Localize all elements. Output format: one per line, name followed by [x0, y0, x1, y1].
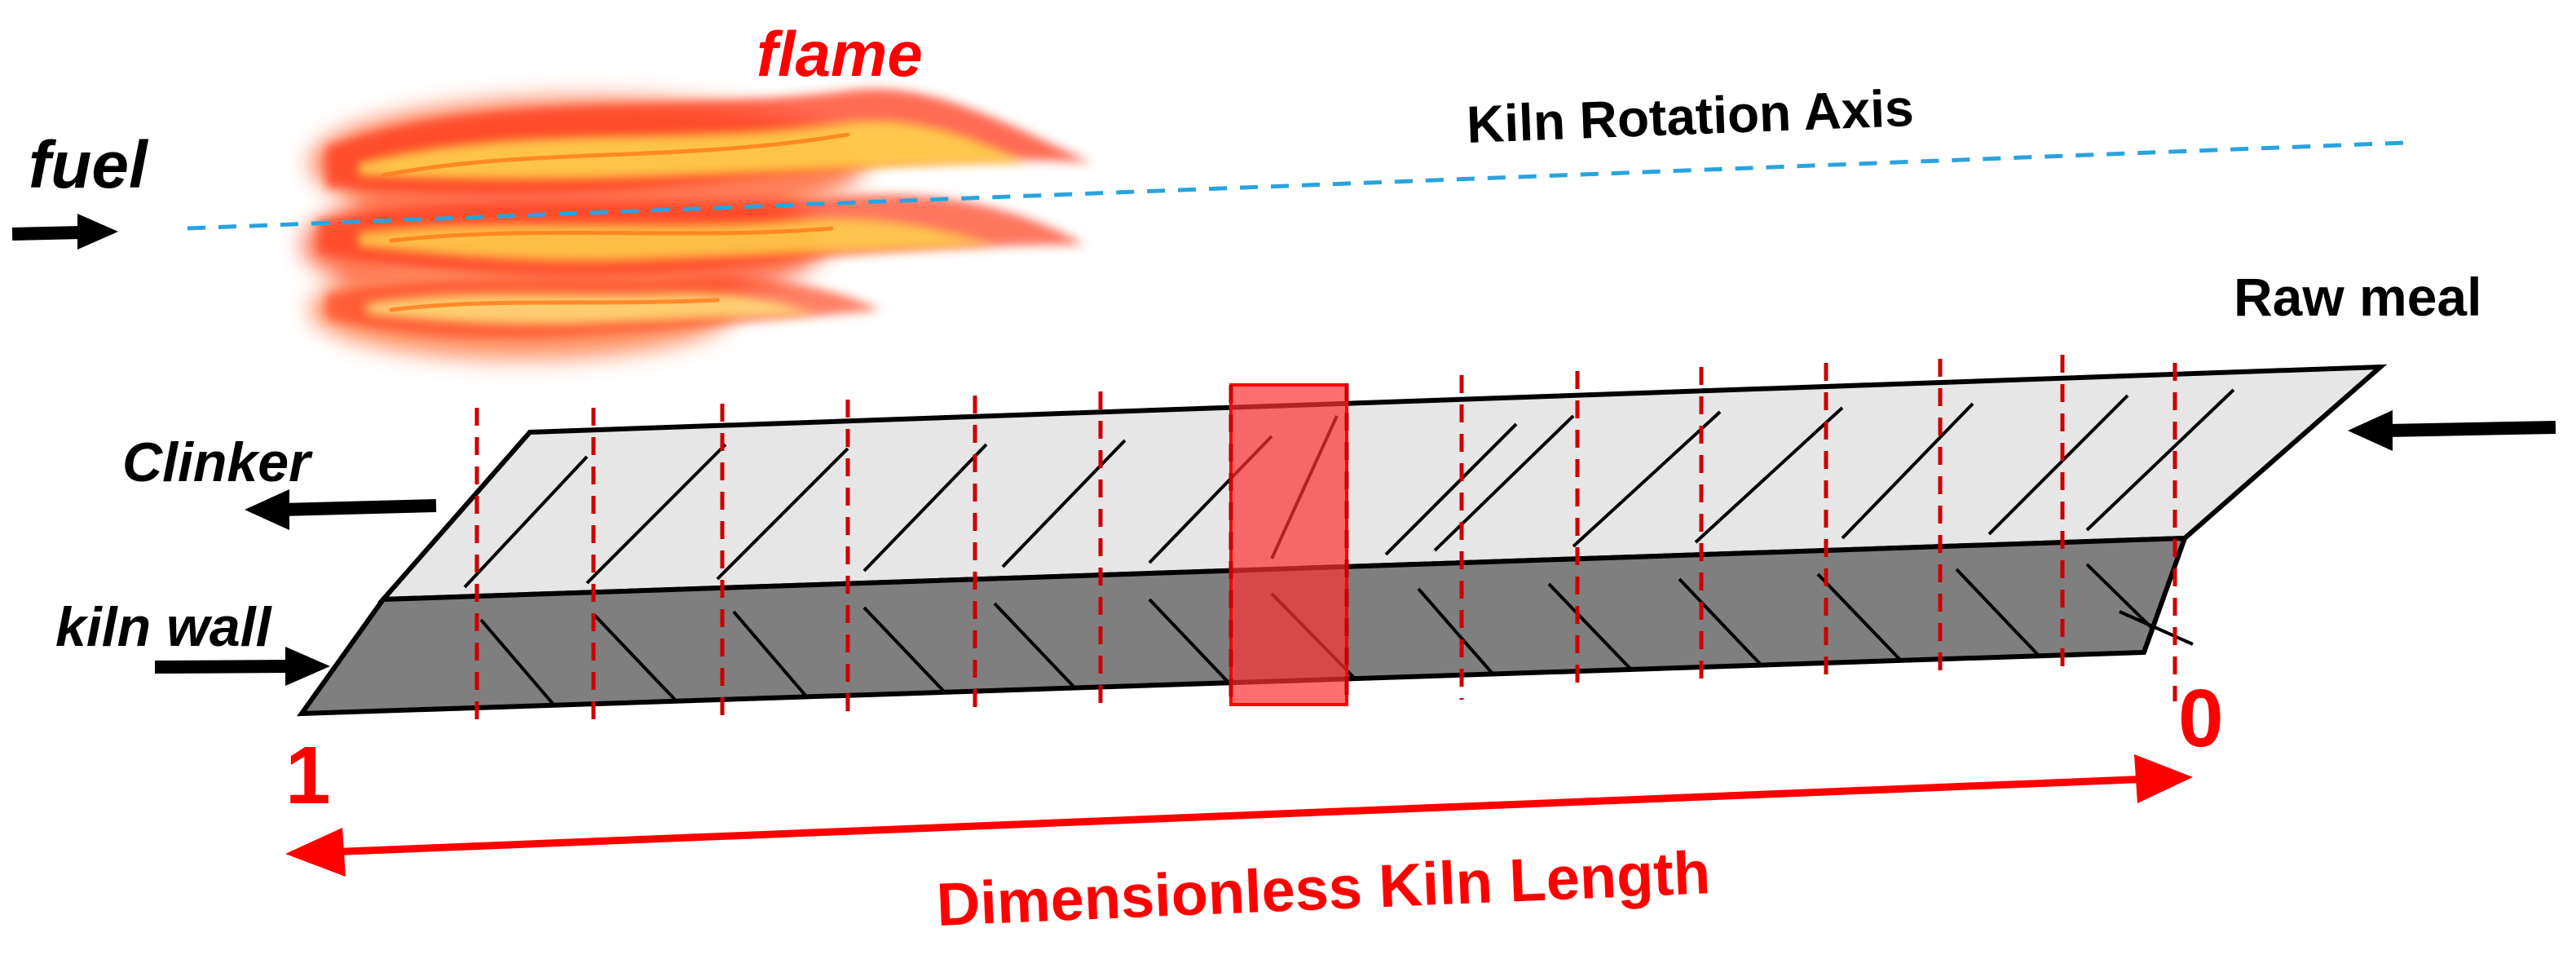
start-marker-label: 1	[285, 730, 331, 821]
arrow-right-icon	[11, 214, 118, 250]
arrow-right-icon	[154, 647, 330, 686]
end-marker-label: 0	[2178, 673, 2224, 764]
kiln-wall-label: kiln wall	[55, 596, 273, 658]
segment-dividers	[474, 355, 2177, 726]
kiln-rotation-axis-label: Kiln Rotation Axis	[1466, 78, 1915, 154]
arrow-left-icon	[2348, 410, 2556, 451]
fuel-label: fuel	[29, 128, 149, 202]
clinker-label: Clinker	[122, 431, 313, 493]
arrow-left-icon	[245, 489, 437, 530]
double-arrow-icon	[285, 754, 2193, 877]
solid-bed	[377, 364, 2388, 603]
flame-label: flame	[756, 18, 923, 90]
flame-icon	[302, 88, 1092, 359]
highlighted-slice	[1229, 383, 1348, 706]
dimensionless-kiln-length-label: Dimensionless Kiln Length	[935, 838, 1711, 939]
raw-meal-label: Raw meal	[2234, 267, 2481, 327]
